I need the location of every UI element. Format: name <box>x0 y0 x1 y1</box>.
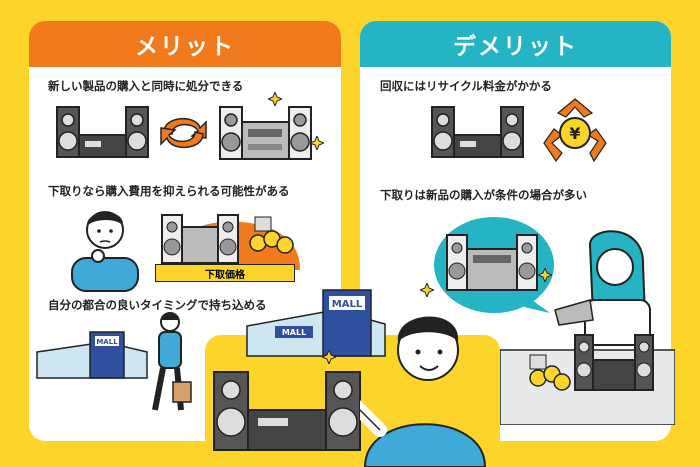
trade-in-illustration <box>160 214 300 270</box>
merit-item-3: 自分の都合の良いタイミングで持ち込める <box>48 298 267 312</box>
new-stereo-icon <box>219 106 312 160</box>
old-stereo-icon <box>56 106 149 158</box>
mall-building-large-icon: MALL MALL <box>246 289 386 357</box>
exchange-arrows-icon <box>160 118 207 148</box>
merit-item-2: 下取りなら購入費用を抑えられる可能性がある <box>48 184 290 198</box>
thinking-person-icon <box>71 211 139 292</box>
mall-sign: MALL <box>332 299 363 310</box>
presenter-man-icon <box>360 316 487 467</box>
old-stereo-icon <box>431 106 524 158</box>
mall-building-icon: MALL <box>36 331 148 379</box>
walking-person-icon <box>152 312 192 411</box>
demerit-title: デメリット <box>360 21 671 67</box>
sparkle-icon <box>310 136 324 150</box>
demerit-item-1: 回収にはリサイクル料金がかかる <box>380 79 552 93</box>
merit-title: メリット <box>29 21 341 67</box>
recycle-fee-icon: ¥ <box>543 98 607 163</box>
yen-symbol: ¥ <box>569 124 580 143</box>
trade-in-price-label: 下取価格 <box>155 264 295 282</box>
sparkle-icon <box>420 283 434 297</box>
new-stereo-bubble-icon <box>434 217 554 313</box>
demerit-item-2: 下取りは新品の購入が条件の場合が多い <box>380 188 587 202</box>
sparkle-icon <box>268 92 282 106</box>
mall-sign: MALL <box>282 328 306 337</box>
sparkle-icon <box>538 268 552 282</box>
mall-sign: MALL <box>96 338 118 346</box>
shop-counter-illustration <box>500 334 675 425</box>
merit-item-1: 新しい製品の購入と同時に処分できる <box>48 79 244 93</box>
sparkle-icon <box>322 350 336 364</box>
shop-clerk-icon <box>554 230 651 346</box>
stereo-center-icon <box>213 371 361 451</box>
